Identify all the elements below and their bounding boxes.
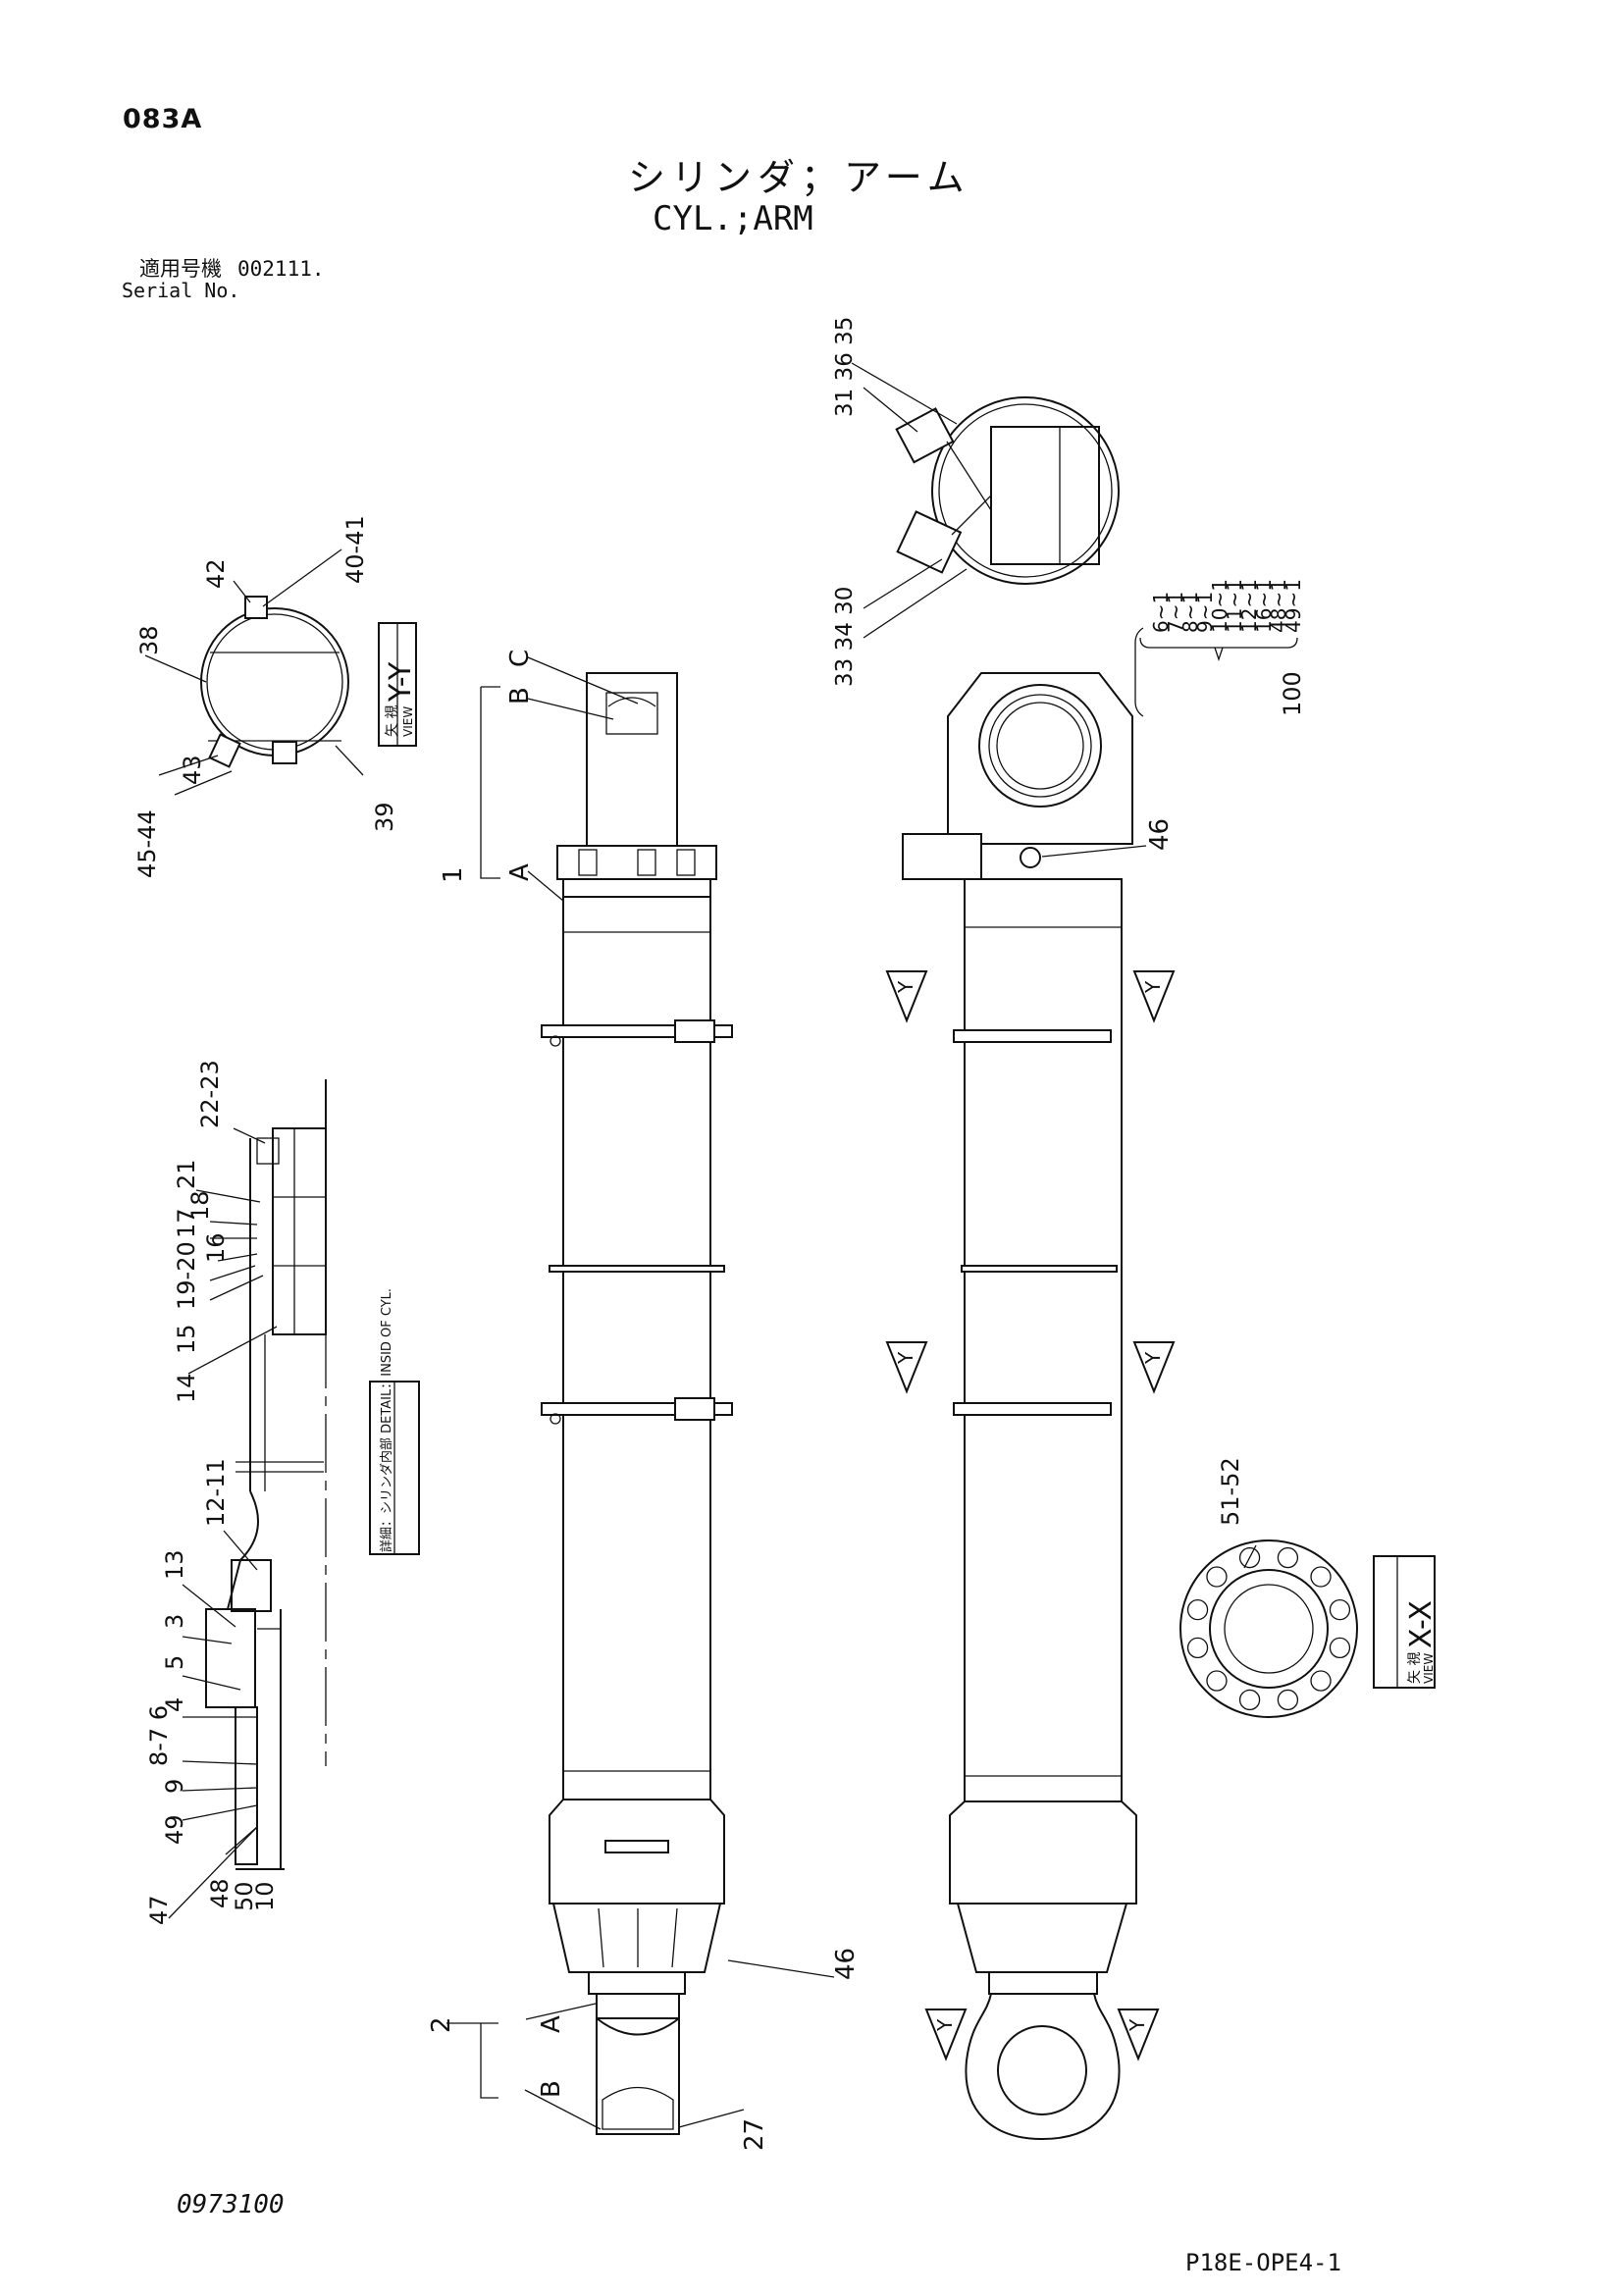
detail-callout: 5 bbox=[161, 1655, 188, 1670]
serial-label-jp: 適用号機 bbox=[139, 257, 222, 281]
page-code: 083A bbox=[123, 104, 203, 134]
y-view-section bbox=[144, 548, 417, 796]
bolt-hole bbox=[1238, 1689, 1261, 1711]
y-view-callout: 38 bbox=[135, 625, 163, 655]
y-view-callout: 40-41 bbox=[341, 515, 369, 584]
assembly-callout: B bbox=[505, 687, 535, 704]
assembly-callout: 1 bbox=[439, 866, 468, 883]
kit-item: 12~1 bbox=[1237, 579, 1261, 633]
detail-callout: 9 bbox=[161, 1779, 188, 1794]
detail-callout: 49 bbox=[161, 1814, 188, 1845]
view-arrow-label: Y bbox=[1126, 2018, 1149, 2032]
assembly-callout: 46 bbox=[831, 1948, 861, 1980]
x-view-section bbox=[1179, 1539, 1436, 1718]
kit-item: 9~1 bbox=[1193, 592, 1217, 633]
detail-callout: 10 bbox=[251, 1881, 279, 1911]
kit-number: 100 bbox=[1279, 671, 1306, 716]
detail-callout: 50 bbox=[231, 1881, 258, 1911]
x-view-name: X-X bbox=[1404, 1600, 1439, 1648]
detail-callout: 13 bbox=[161, 1549, 188, 1580]
cylinder-inside-detail bbox=[168, 1079, 420, 1919]
view-mark-jp: 矢 視 bbox=[1407, 1652, 1423, 1684]
detail-callout: 18 bbox=[186, 1190, 214, 1221]
x-view-callout: 51-52 bbox=[1217, 1457, 1244, 1526]
assembly-callout: A bbox=[505, 863, 535, 881]
detail-callout: 8-7 6 bbox=[145, 1705, 173, 1766]
y-view-callout: 39 bbox=[371, 802, 398, 832]
bolt-hole bbox=[1277, 1689, 1299, 1711]
bolt-hole bbox=[1238, 1546, 1261, 1569]
serial-line: 適用号機 002111. bbox=[139, 253, 325, 283]
detail-callout: 15 bbox=[173, 1324, 200, 1354]
top-view-callout: 31 36 35 bbox=[832, 317, 858, 417]
kit-item: 6~1 bbox=[1149, 592, 1173, 633]
bolt-hole bbox=[1310, 1670, 1332, 1692]
assembly-callout: C bbox=[505, 650, 535, 667]
view-mark-en: VIEW bbox=[401, 706, 415, 737]
kit-brace bbox=[1139, 637, 1298, 649]
cylinder-side-view bbox=[885, 672, 1176, 2141]
detail-callout: 47 bbox=[145, 1895, 173, 1925]
bolt-hole bbox=[1329, 1637, 1351, 1659]
y-view-callout: 45-44 bbox=[133, 809, 161, 878]
detail-callout: 17 bbox=[173, 1208, 200, 1238]
serial-number: 002111. bbox=[237, 257, 325, 281]
drawing-number: 0973100 bbox=[177, 2190, 285, 2219]
kit-item: 11~1 bbox=[1223, 579, 1246, 633]
detail-label: 詳細：シリンダ内部 DETAIL：INSID OF CYL. bbox=[379, 1288, 394, 1552]
y-view-callout: 43 bbox=[179, 755, 206, 785]
bolt-hole bbox=[1206, 1566, 1228, 1588]
top-view-callout: 33 34 30 bbox=[832, 587, 858, 687]
cylinder-assembly bbox=[446, 656, 835, 2135]
rod-eye-top-view bbox=[851, 362, 1144, 717]
bolt-hole bbox=[1186, 1637, 1209, 1659]
view-arrow-label: Y bbox=[933, 2018, 957, 2032]
bolt-hole bbox=[1310, 1566, 1332, 1588]
y-view-callout: 42 bbox=[202, 558, 230, 589]
view-arrow-label: Y bbox=[1141, 980, 1165, 994]
bolt-hole bbox=[1206, 1670, 1228, 1692]
view-mark-jp: 矢 視 bbox=[385, 705, 400, 737]
kit-item: 16~1 bbox=[1252, 579, 1276, 633]
side-view-callout: 46 bbox=[1145, 818, 1175, 851]
kit-item: 48~1 bbox=[1267, 579, 1290, 633]
page-title-en: CYL.;ARM bbox=[653, 199, 813, 238]
assembly-callout: B bbox=[537, 2080, 566, 2098]
view-mark-en: VIEW bbox=[1422, 1653, 1436, 1684]
assembly-callout: 2 bbox=[427, 2016, 456, 2033]
detail-callout: 19-20 bbox=[173, 1241, 200, 1310]
detail-callout: 14 bbox=[173, 1373, 200, 1403]
assembly-callout: A bbox=[537, 2015, 566, 2033]
bolt-hole bbox=[1186, 1598, 1209, 1621]
assembly-callout: 27 bbox=[740, 2118, 769, 2151]
y-view-name: Y-Y bbox=[384, 661, 418, 703]
detail-callout: 16 bbox=[202, 1232, 230, 1263]
page-title-jp: シリンダ；アーム bbox=[628, 156, 970, 199]
detail-callout: 22-23 bbox=[196, 1060, 224, 1128]
detail-callout: 3 bbox=[161, 1614, 188, 1629]
detail-callout: 48 bbox=[206, 1878, 234, 1908]
detail-callout: 21 bbox=[173, 1159, 200, 1189]
sheet-id: P18E-OPE4-1 bbox=[1185, 2249, 1341, 2276]
kit-item: 7~1 bbox=[1164, 592, 1187, 633]
detail-callout: 4 bbox=[161, 1697, 188, 1712]
kit-item: 10~1 bbox=[1208, 579, 1231, 633]
kit-item: 8~1 bbox=[1178, 592, 1202, 633]
serial-label-en: Serial No. bbox=[122, 279, 240, 302]
view-arrow-label: Y bbox=[894, 1351, 917, 1365]
kit-item: 49~1 bbox=[1282, 579, 1305, 633]
bolt-hole bbox=[1277, 1546, 1299, 1569]
detail-callout: 12-11 bbox=[202, 1458, 230, 1527]
view-arrow-label: Y bbox=[1141, 1351, 1165, 1365]
view-arrow-label: Y bbox=[894, 980, 917, 994]
bolt-hole bbox=[1329, 1598, 1351, 1621]
